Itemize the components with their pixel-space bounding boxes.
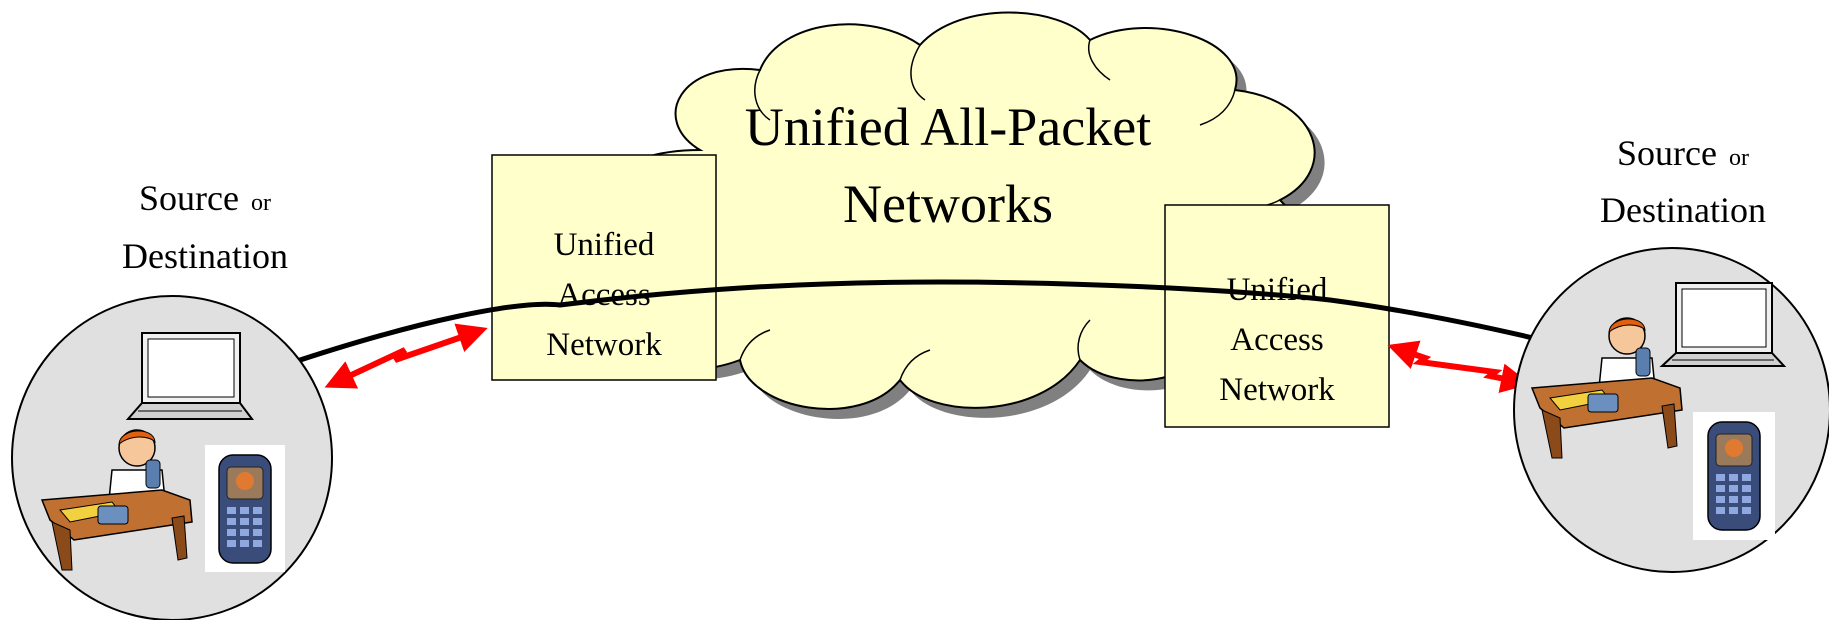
endpoint-left-destination: Destination	[122, 236, 288, 276]
laptop-icon	[1659, 282, 1787, 367]
access-network-left: Unified Access Network	[491, 154, 717, 381]
access-left-line3: Network	[546, 327, 662, 363]
endpoint-left: Source or Destination	[11, 178, 333, 620]
end-to-end-path	[284, 279, 1551, 368]
endpoint-left-source: Source	[139, 178, 239, 218]
endpoint-right-label-line1: Source or	[1617, 133, 1749, 173]
cloud-title-line2: Networks	[843, 174, 1053, 234]
cloud-title-line1: Unified All-Packet	[745, 97, 1151, 157]
endpoint-right-or: or	[1729, 145, 1749, 171]
access-right-line2: Access	[1230, 322, 1323, 358]
endpoint-right: Source or Destination	[1513, 133, 1829, 573]
endpoint-right-destination: Destination	[1600, 190, 1766, 230]
endpoint-right-source: Source	[1617, 133, 1717, 173]
mobile-phone-icon	[205, 445, 285, 572]
access-right-line3: Network	[1219, 372, 1335, 408]
endpoint-left-label-line1: Source or	[139, 178, 271, 218]
mobile-phone-icon	[1693, 412, 1775, 540]
person-phone-icon	[40, 429, 193, 571]
laptop-icon	[125, 332, 254, 420]
link-arrow-left	[324, 323, 488, 389]
link-arrow-right	[1387, 340, 1531, 394]
endpoint-left-or: or	[251, 190, 271, 216]
access-network-right: Unified Access Network	[1164, 204, 1390, 428]
person-phone-icon	[1530, 317, 1683, 459]
access-left-line1: Unified	[554, 227, 655, 263]
